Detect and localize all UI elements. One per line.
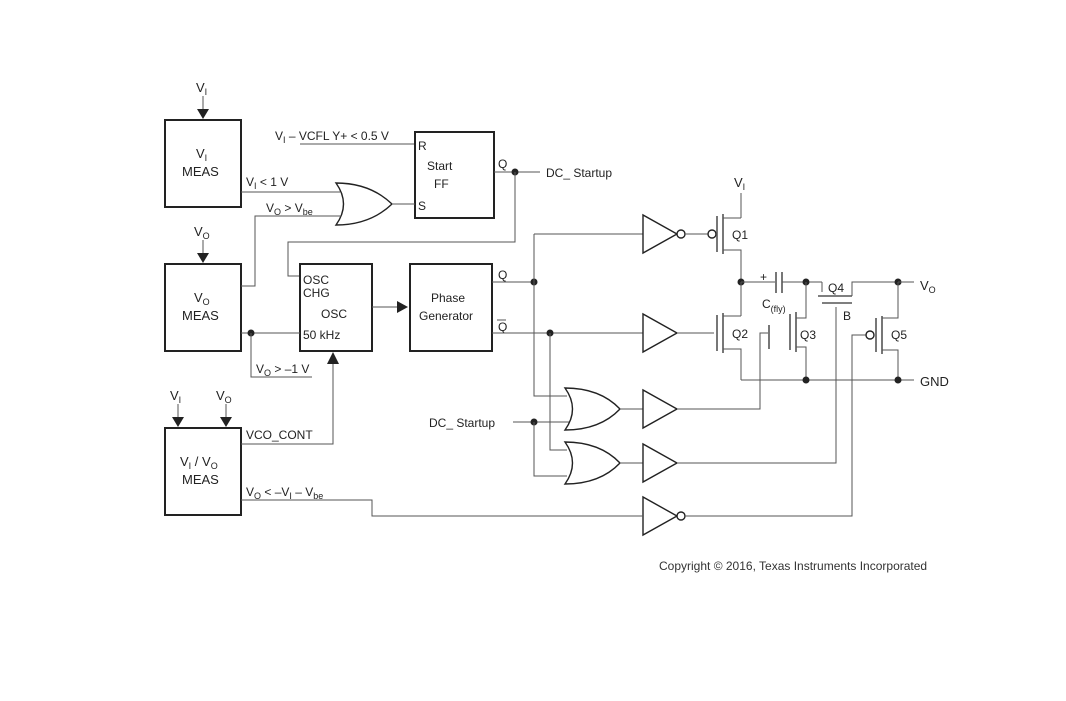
- svg-text:Q: Q: [498, 157, 507, 171]
- svg-text:VI: VI: [196, 80, 207, 97]
- svg-text:50 kHz: 50 kHz: [303, 328, 340, 342]
- svg-text:Q4: Q4: [828, 281, 844, 295]
- svg-text:VI – VCFL Y+ < 0.5 V: VI – VCFL Y+ < 0.5 V: [275, 129, 389, 145]
- dc-startup-input: DC_ Startup: [429, 416, 569, 477]
- vi-lt-1v-signal: VI < 1 V: [241, 175, 340, 193]
- vco-cont-signal: VCO_CONT: [241, 352, 339, 445]
- vo-lt-signal: VO < –VI – Vbe: [241, 485, 643, 517]
- svg-text:VO < –VI – Vbe: VO < –VI – Vbe: [246, 485, 323, 501]
- svg-text:VI / VO: VI / VO: [180, 454, 218, 471]
- svg-text:MEAS: MEAS: [182, 472, 219, 487]
- svg-text:Phase: Phase: [431, 291, 465, 305]
- svg-text:VI: VI: [196, 146, 207, 163]
- svg-text:MEAS: MEAS: [182, 308, 219, 323]
- vo-gt-vbe-signal: VO > Vbe: [241, 201, 341, 287]
- svg-text:VO > Vbe: VO > Vbe: [266, 201, 313, 217]
- inverter-q1: [642, 213, 708, 255]
- svg-text:VO: VO: [920, 278, 936, 295]
- vo-input-bottom: VO: [216, 388, 232, 427]
- svg-text:CHG: CHG: [303, 286, 330, 300]
- svg-text:Q: Q: [498, 268, 507, 282]
- or-gate-q3: [563, 387, 643, 431]
- buffer-q2: [642, 312, 714, 354]
- svg-text:Q: Q: [498, 320, 507, 334]
- q1-transistor: Q1: [707, 214, 748, 282]
- svg-text:VI < 1 V: VI < 1 V: [246, 175, 288, 191]
- buffer-q4: [642, 307, 837, 484]
- svg-text:DC_ Startup: DC_ Startup: [546, 166, 612, 180]
- svg-text:+: +: [760, 270, 767, 284]
- svg-text:OSC: OSC: [303, 273, 329, 287]
- vi-vcfl-signal: VI – VCFL Y+ < 0.5 V: [275, 129, 415, 145]
- svg-text:Q1: Q1: [732, 228, 748, 242]
- vi-input-bottom: VI: [170, 388, 184, 427]
- svg-text:VO: VO: [194, 224, 210, 241]
- svg-text:Q2: Q2: [732, 327, 748, 341]
- osc-block: OSC CHG OSC 50 kHz: [299, 263, 373, 352]
- or-gate-q4: [563, 441, 643, 485]
- copyright-notice: Copyright © 2016, Texas Instruments Inco…: [659, 559, 927, 573]
- dc-startup-output: DC_ Startup: [287, 166, 612, 277]
- svg-text:VCO_CONT: VCO_CONT: [246, 428, 313, 442]
- svg-text:GND: GND: [920, 374, 949, 389]
- inverter-q5: [642, 334, 866, 537]
- osc-to-phase-arrow: [372, 301, 408, 313]
- vivo-meas-block: VI / VO MEAS: [164, 427, 242, 516]
- svg-text:Generator: Generator: [419, 309, 473, 323]
- buffer-q3: [642, 332, 768, 430]
- vi-rail: VI: [734, 175, 745, 218]
- q2-transistor: Q2: [716, 313, 748, 380]
- svg-text:FF: FF: [434, 177, 449, 191]
- svg-text:Q5: Q5: [891, 328, 907, 342]
- svg-text:S: S: [418, 199, 426, 213]
- svg-text:VO: VO: [216, 388, 232, 405]
- phase-q-net: [492, 233, 643, 397]
- q5-transistor: Q5: [865, 282, 907, 380]
- phase-generator-block: Phase Generator Q Q: [409, 263, 507, 352]
- vo-input-mid: VO: [194, 224, 210, 263]
- vo-gt-m1v-signal: VO > –1 V: [241, 329, 312, 378]
- svg-text:MEAS: MEAS: [182, 164, 219, 179]
- q4-transistor: Q4 B: [818, 281, 898, 323]
- svg-text:VO > –1 V: VO > –1 V: [256, 362, 309, 378]
- svg-text:VO: VO: [194, 290, 210, 307]
- svg-text:Q3: Q3: [800, 328, 816, 342]
- svg-text:B: B: [843, 309, 851, 323]
- or-gate-startup: [334, 182, 415, 226]
- vi-meas-block: VI MEAS: [164, 119, 242, 208]
- svg-text:R: R: [418, 139, 427, 153]
- svg-text:Start: Start: [427, 159, 453, 173]
- svg-text:OSC: OSC: [321, 307, 347, 321]
- vo-meas-block: VO MEAS: [164, 263, 242, 352]
- svg-text:C(fly): C(fly): [762, 297, 786, 314]
- svg-text:VI: VI: [734, 175, 745, 192]
- gnd-rail: GND: [741, 374, 949, 389]
- cfly-capacitor: + C(fly): [760, 270, 822, 314]
- vo-output: VO: [894, 278, 936, 295]
- switch-node: [737, 278, 775, 316]
- start-ff-block: R S Q Start FF: [414, 131, 507, 219]
- vi-input-top: VI: [196, 80, 209, 119]
- svg-text:DC_ Startup: DC_ Startup: [429, 416, 495, 430]
- svg-text:VI: VI: [170, 388, 181, 405]
- q3-transistor: Q3: [768, 282, 816, 380]
- phase-qbar-net: [492, 329, 643, 451]
